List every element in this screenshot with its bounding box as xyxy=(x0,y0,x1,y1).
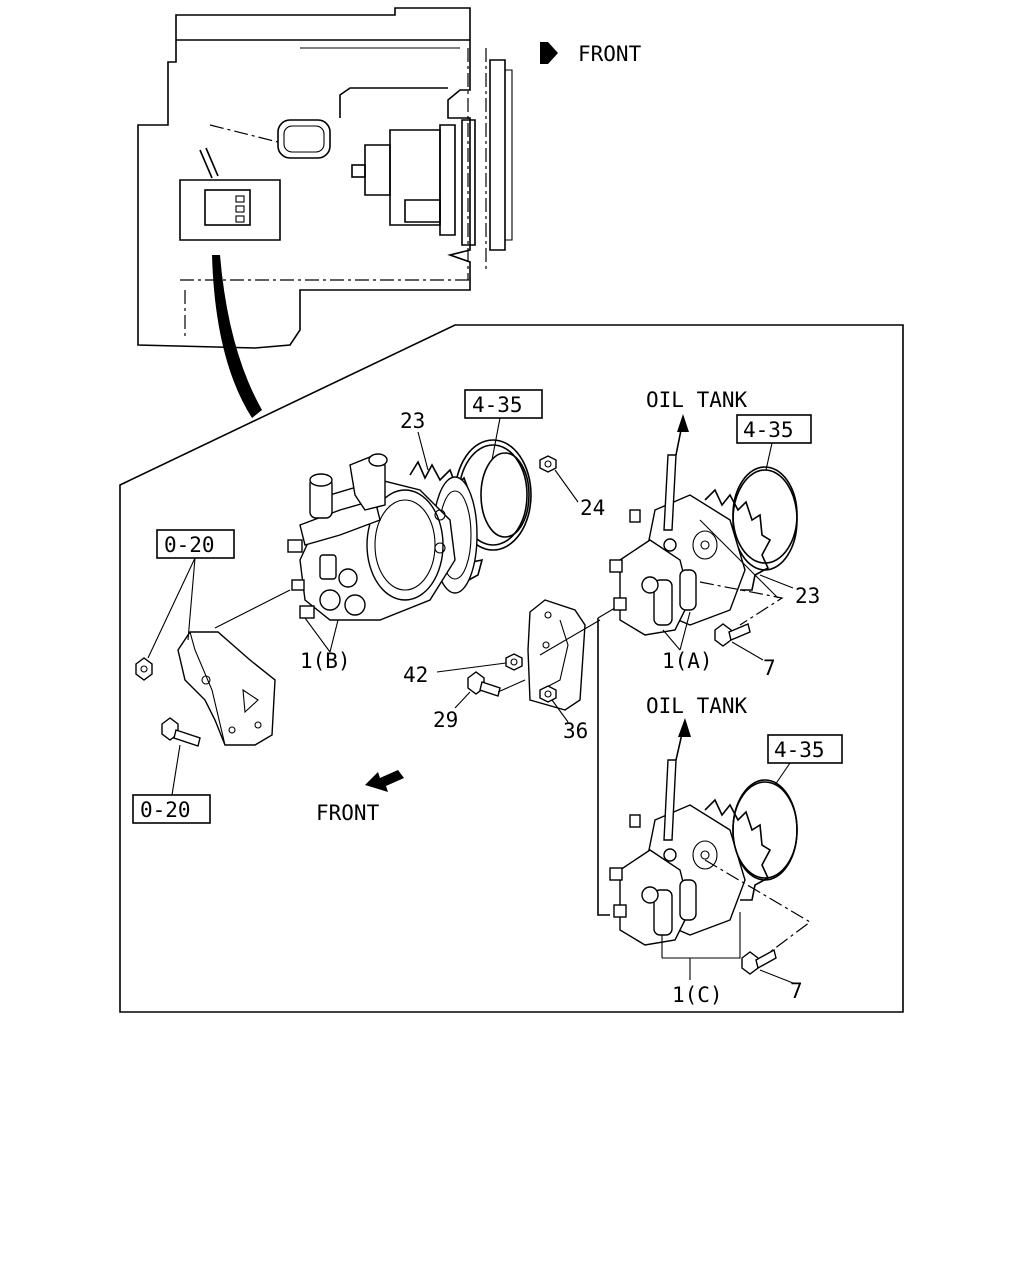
front-arrow-icon-bottom xyxy=(365,770,404,792)
nut-36 xyxy=(539,685,557,703)
ref-box-gear-b: 4-35 xyxy=(464,389,543,419)
bolt-bracket xyxy=(161,717,201,747)
callout-1b: 1(B) xyxy=(300,649,351,673)
bolt-29 xyxy=(467,671,501,697)
callout-36: 36 xyxy=(563,719,588,743)
oil-tank-label-c: OIL TANK xyxy=(646,694,748,718)
oil-tank-label-a: OIL TANK xyxy=(646,388,748,412)
svg-text:0-20: 0-20 xyxy=(164,533,215,557)
gasket-ring-a xyxy=(732,466,798,564)
ref-box-bracket-bolt: 0-20 xyxy=(132,794,211,824)
callout-23-b: 23 xyxy=(400,409,425,433)
callout-1a: 1(A) xyxy=(662,649,713,673)
svg-text:4-35: 4-35 xyxy=(774,738,825,762)
callout-42: 42 xyxy=(403,663,428,687)
engine-overview xyxy=(137,7,513,349)
callout-1c: 1(C) xyxy=(672,983,723,1007)
front-arrow-icon xyxy=(540,42,558,64)
callout-7-a: 7 xyxy=(763,656,776,680)
bolt-7-a xyxy=(714,623,751,647)
callout-23-a: 23 xyxy=(795,584,820,608)
gasket-ring-b xyxy=(480,452,530,538)
nut-bracket xyxy=(135,657,153,681)
pump-1a-assembly: OIL TANK xyxy=(609,388,798,636)
bolt-7-c xyxy=(741,948,777,975)
front-label-top: FRONT xyxy=(578,42,642,66)
nut-42 xyxy=(505,653,523,671)
callout-24: 24 xyxy=(580,496,605,520)
svg-text:0-20: 0-20 xyxy=(140,798,191,822)
ref-box-gear-a: 4-35 xyxy=(736,414,812,444)
svg-text:4-35: 4-35 xyxy=(472,393,523,417)
gasket-ring-c xyxy=(732,781,798,879)
callout-7-c: 7 xyxy=(790,979,803,1003)
nut-24 xyxy=(539,455,557,473)
pump-bracket-center xyxy=(527,599,586,711)
detail-frame xyxy=(119,324,904,1013)
pump-bracket-left xyxy=(177,631,276,746)
pump-1c-assembly: OIL TANK xyxy=(609,694,798,946)
pump-1b-assembly xyxy=(287,439,532,621)
svg-text:4-35: 4-35 xyxy=(743,418,794,442)
ref-box-gear-c: 4-35 xyxy=(767,734,843,764)
detail-pointer xyxy=(212,255,262,418)
ref-box-bracket-nut: 0-20 xyxy=(156,529,235,559)
front-arrow-top: FRONT xyxy=(540,42,642,66)
front-arrow-bottom: FRONT xyxy=(316,770,404,825)
callout-29: 29 xyxy=(433,708,458,732)
front-label-bottom: FRONT xyxy=(316,801,380,825)
